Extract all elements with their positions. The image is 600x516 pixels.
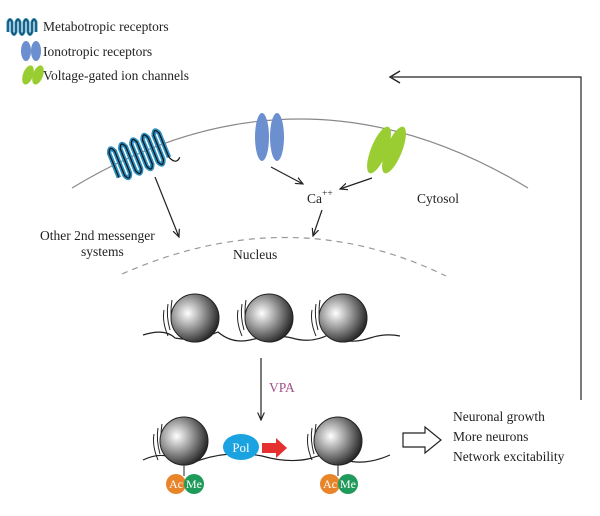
nucleosome-5 bbox=[307, 416, 363, 476]
outcome-item: Network excitability bbox=[453, 449, 565, 464]
transcription-arrow bbox=[262, 438, 287, 458]
nucleosome-3 bbox=[311, 293, 368, 343]
arrow-ionotropic-to-calcium bbox=[270, 166, 303, 184]
acetyl-mark-1 bbox=[166, 474, 186, 494]
metabotropic-receptor-legend-icon bbox=[6, 18, 38, 36]
ionotropic-receptor-legend-icon bbox=[21, 41, 41, 61]
voltage-gated-channel-icon bbox=[367, 126, 406, 174]
methyl-label-2: Me bbox=[340, 477, 356, 491]
nuclear-envelope bbox=[121, 236, 447, 277]
outcome-arrow bbox=[402, 425, 442, 455]
legend: Metabotropic receptors Ionotropic recept… bbox=[6, 18, 189, 85]
other-messenger-label-line2: systems bbox=[81, 244, 124, 259]
legend-metabotropic-label: Metabotropic receptors bbox=[43, 19, 169, 34]
other-messenger-label-line1: Other 2nd messenger bbox=[40, 228, 155, 243]
arrow-calcium-to-nucleus bbox=[313, 209, 323, 236]
calcium-label: Ca++ bbox=[307, 189, 333, 206]
vpa-label: VPA bbox=[269, 380, 295, 395]
outcomes-list: Neuronal growth More neurons Network exc… bbox=[453, 409, 565, 464]
chromatin-compact bbox=[142, 293, 401, 343]
methyl-mark-1 bbox=[184, 474, 204, 494]
voltage-gated-channel-legend-icon bbox=[22, 65, 44, 85]
outcome-item: More neurons bbox=[453, 429, 528, 444]
methyl-mark-2 bbox=[338, 474, 358, 494]
legend-ionotropic-label: Ionotropic receptors bbox=[43, 44, 152, 59]
arrow-metabotropic-to-messenger bbox=[154, 176, 179, 237]
polymerase-icon bbox=[223, 434, 259, 460]
nucleus-label: Nucleus bbox=[233, 247, 277, 262]
legend-voltage-gated-label: Voltage-gated ion channels bbox=[43, 68, 189, 83]
nucleosome-2 bbox=[237, 293, 294, 343]
chromatin-open: Ac Me Ac Me Pol bbox=[142, 416, 391, 494]
acetyl-label-1: Ac bbox=[169, 477, 183, 491]
methyl-label-1: Me bbox=[186, 477, 202, 491]
nucleosome-4 bbox=[153, 416, 209, 476]
ionotropic-receptor-icon bbox=[255, 113, 284, 161]
feedback-arrow bbox=[388, 70, 582, 400]
acetyl-label-2: Ac bbox=[323, 477, 337, 491]
cytosol-label: Cytosol bbox=[417, 191, 459, 206]
arrow-channel-to-calcium bbox=[340, 177, 373, 189]
polymerase-label: Pol bbox=[232, 440, 250, 455]
acetyl-mark-2 bbox=[320, 474, 340, 494]
outcome-item: Neuronal growth bbox=[453, 409, 545, 424]
nucleosome-1 bbox=[163, 293, 220, 343]
metabotropic-receptor-icon bbox=[106, 128, 181, 181]
